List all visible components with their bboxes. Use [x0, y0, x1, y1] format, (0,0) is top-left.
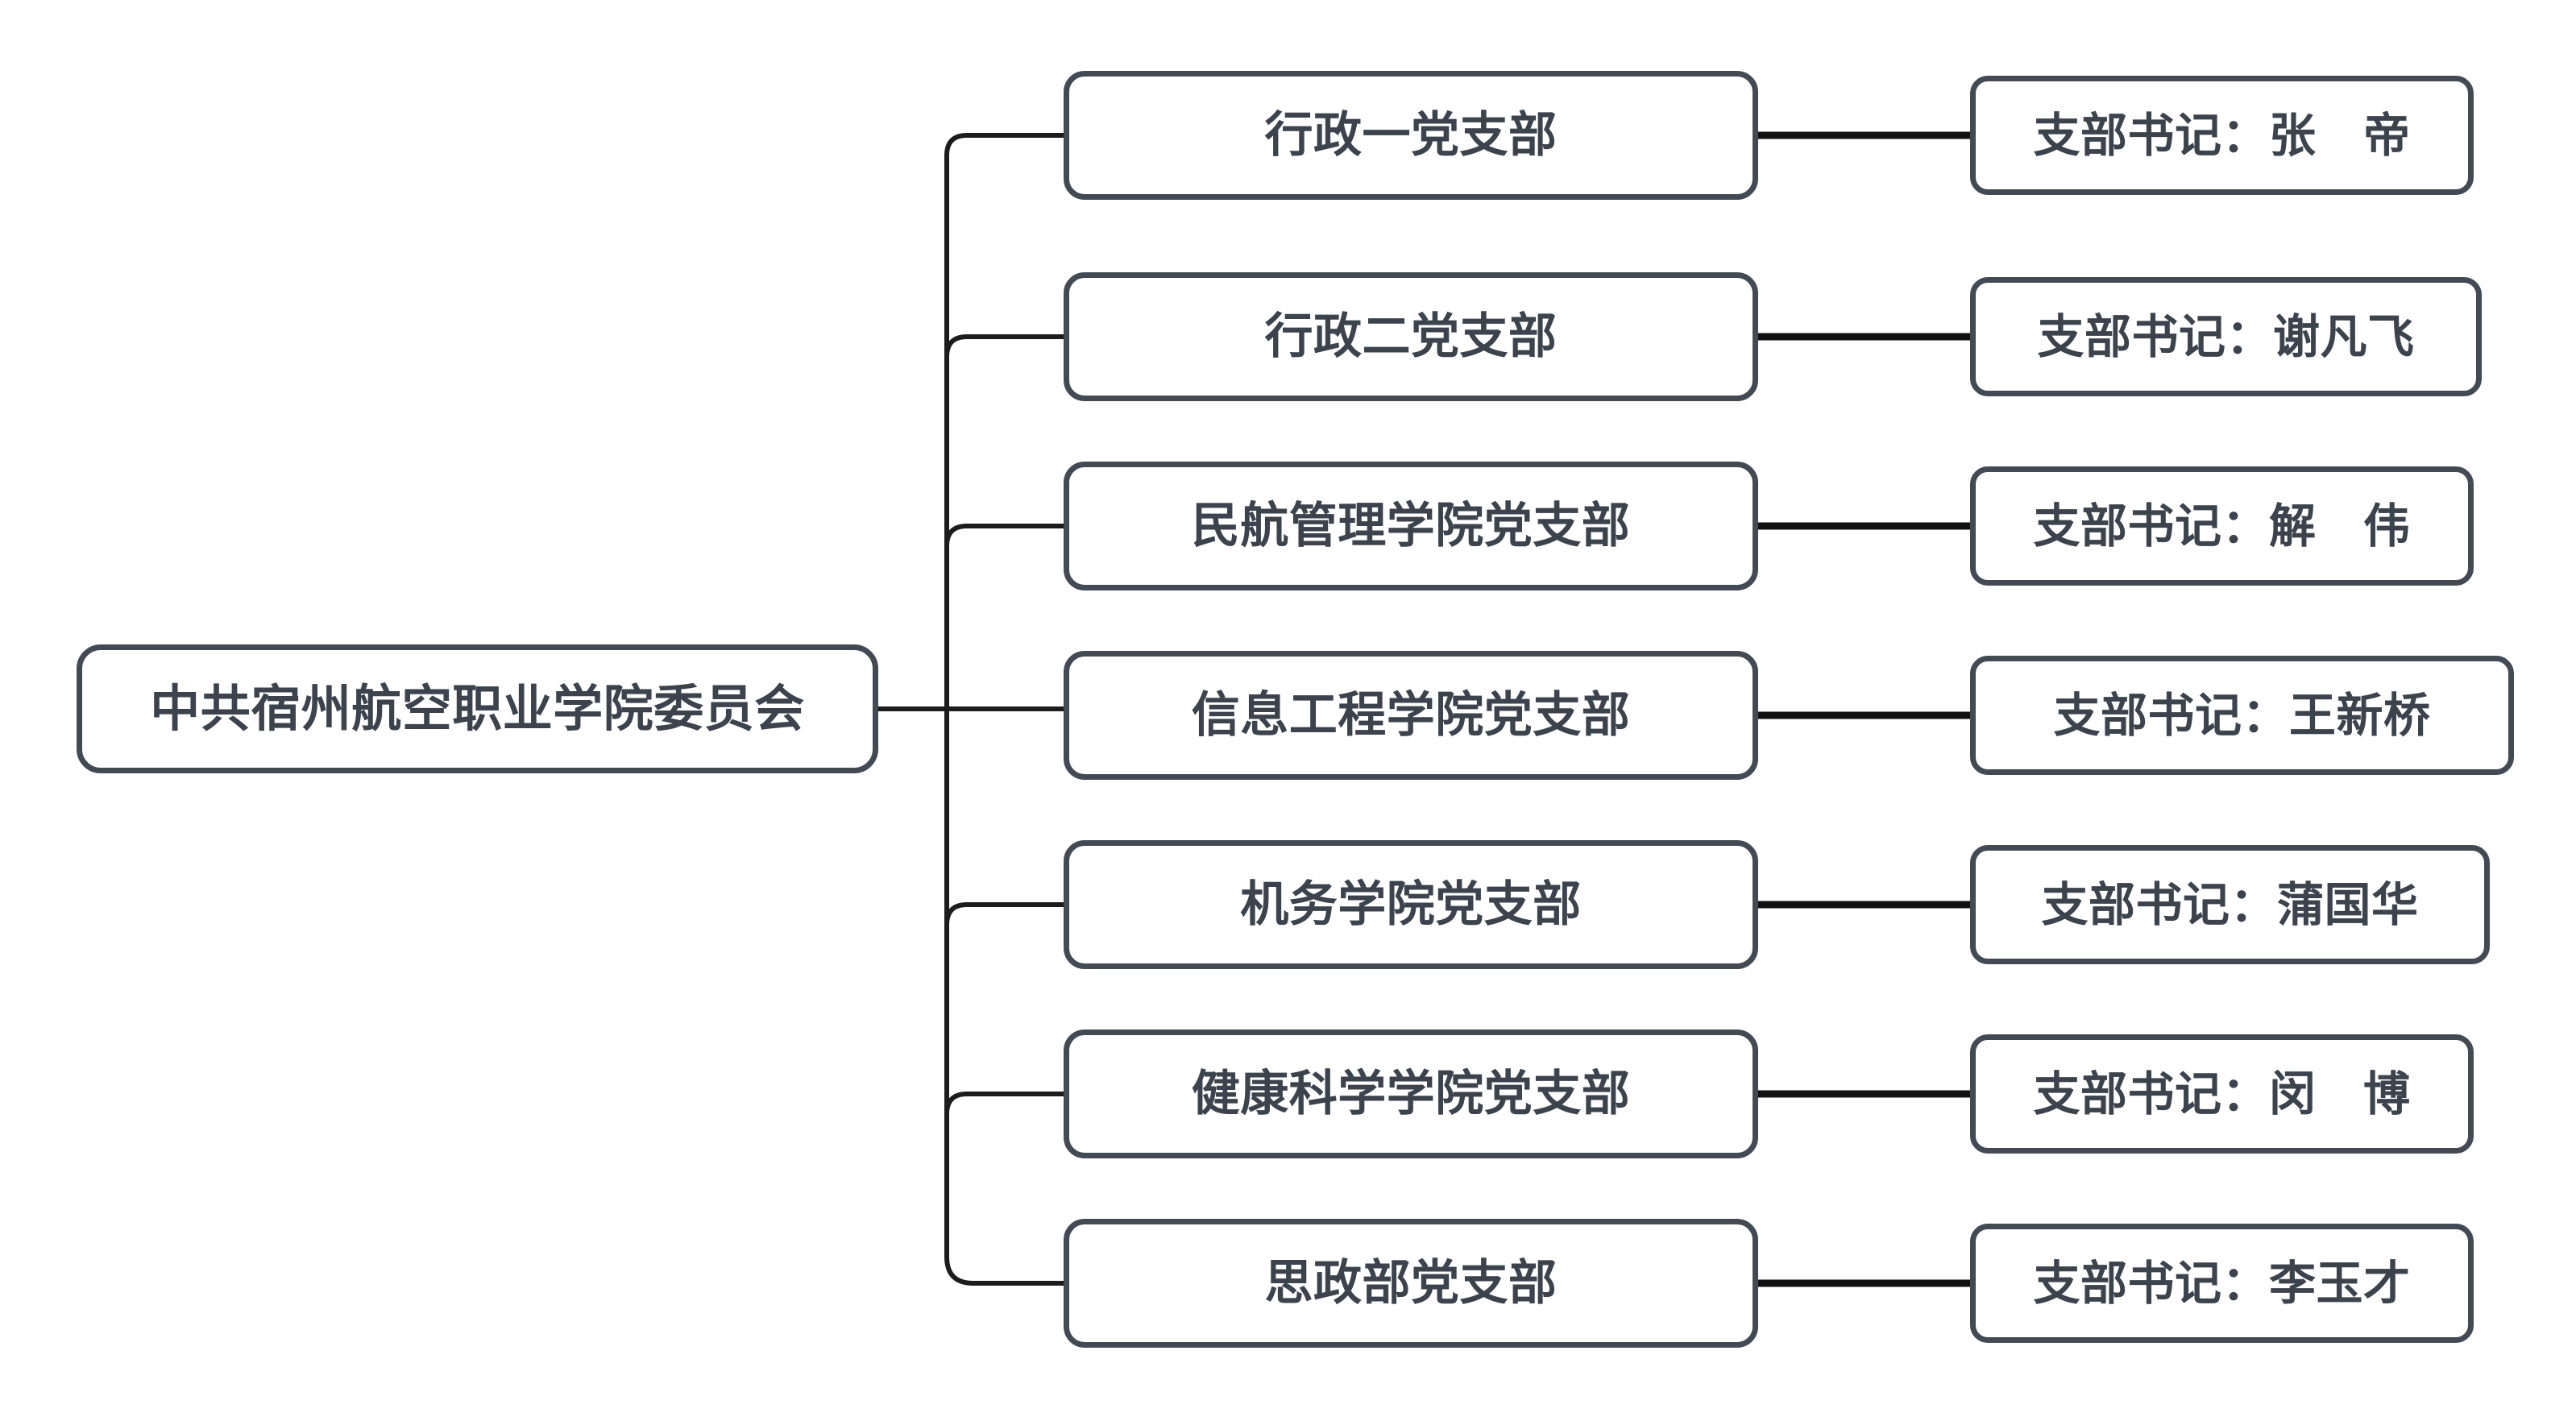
branch-unit-label-4: 机务学院党支部	[1240, 876, 1582, 933]
branch-secretary-node-4[interactable]: 支部书记：蒲国华	[1970, 845, 2490, 964]
branch-secretary-node-3[interactable]: 支部书记：王新桥	[1970, 656, 2514, 775]
branch-unit-label-0: 行政一党支部	[1264, 106, 1558, 164]
branch-secretary-label-5: 支部书记：闵 博	[2033, 1066, 2411, 1121]
branch-unit-label-1: 行政二党支部	[1264, 308, 1558, 365]
branch-unit-node-2[interactable]: 民航管理学院党支部	[1064, 462, 1758, 590]
connector-branch-6	[944, 1256, 1064, 1286]
branch-unit-label-2: 民航管理学院党支部	[1191, 497, 1631, 554]
branch-secretary-node-6[interactable]: 支部书记：李玉才	[1970, 1224, 2474, 1343]
branch-secretary-label-6: 支部书记：李玉才	[2033, 1255, 2411, 1311]
branch-unit-node-6[interactable]: 思政部党支部	[1064, 1219, 1758, 1348]
branch-unit-label-5: 健康科学学院党支部	[1191, 1065, 1631, 1122]
branch-secretary-label-1: 支部书记：谢凡飞	[2037, 309, 2415, 364]
connector-elbow-1	[944, 334, 968, 358]
branch-secretary-label-4: 支部书记：蒲国华	[2041, 876, 2419, 932]
branch-unit-label-6: 思政部党支部	[1264, 1254, 1558, 1311]
connector-branch-0	[944, 133, 1064, 156]
branch-secretary-label-0: 支部书记：张 帝	[2033, 107, 2411, 163]
branch-unit-label-3: 信息工程学院党支部	[1191, 686, 1631, 744]
root-node[interactable]: 中共宿州航空职业学院委员会	[77, 644, 878, 773]
branch-unit-node-5[interactable]: 健康科学学院党支部	[1064, 1030, 1758, 1158]
branch-secretary-node-0[interactable]: 支部书记：张 帝	[1970, 76, 2474, 195]
branch-unit-node-0[interactable]: 行政一党支部	[1064, 71, 1758, 200]
branch-unit-node-3[interactable]: 信息工程学院党支部	[1064, 651, 1758, 780]
branch-secretary-label-2: 支部书记：解 伟	[2033, 498, 2411, 553]
root-node-label: 中共宿州航空职业学院委员会	[150, 679, 805, 739]
branch-unit-node-1[interactable]: 行政二党支部	[1064, 272, 1758, 401]
branch-secretary-node-5[interactable]: 支部书记：闵 博	[1970, 1034, 2474, 1154]
branch-unit-node-4[interactable]: 机务学院党支部	[1064, 840, 1758, 969]
connector-elbow-2	[944, 524, 968, 547]
branch-secretary-label-3: 支部书记：王新桥	[2053, 687, 2431, 743]
branch-secretary-node-2[interactable]: 支部书记：解 伟	[1970, 466, 2474, 586]
branch-secretary-node-1[interactable]: 支部书记：谢凡飞	[1970, 277, 2482, 396]
connector-elbow-5	[944, 1092, 968, 1115]
connector-elbow-4	[944, 902, 968, 926]
